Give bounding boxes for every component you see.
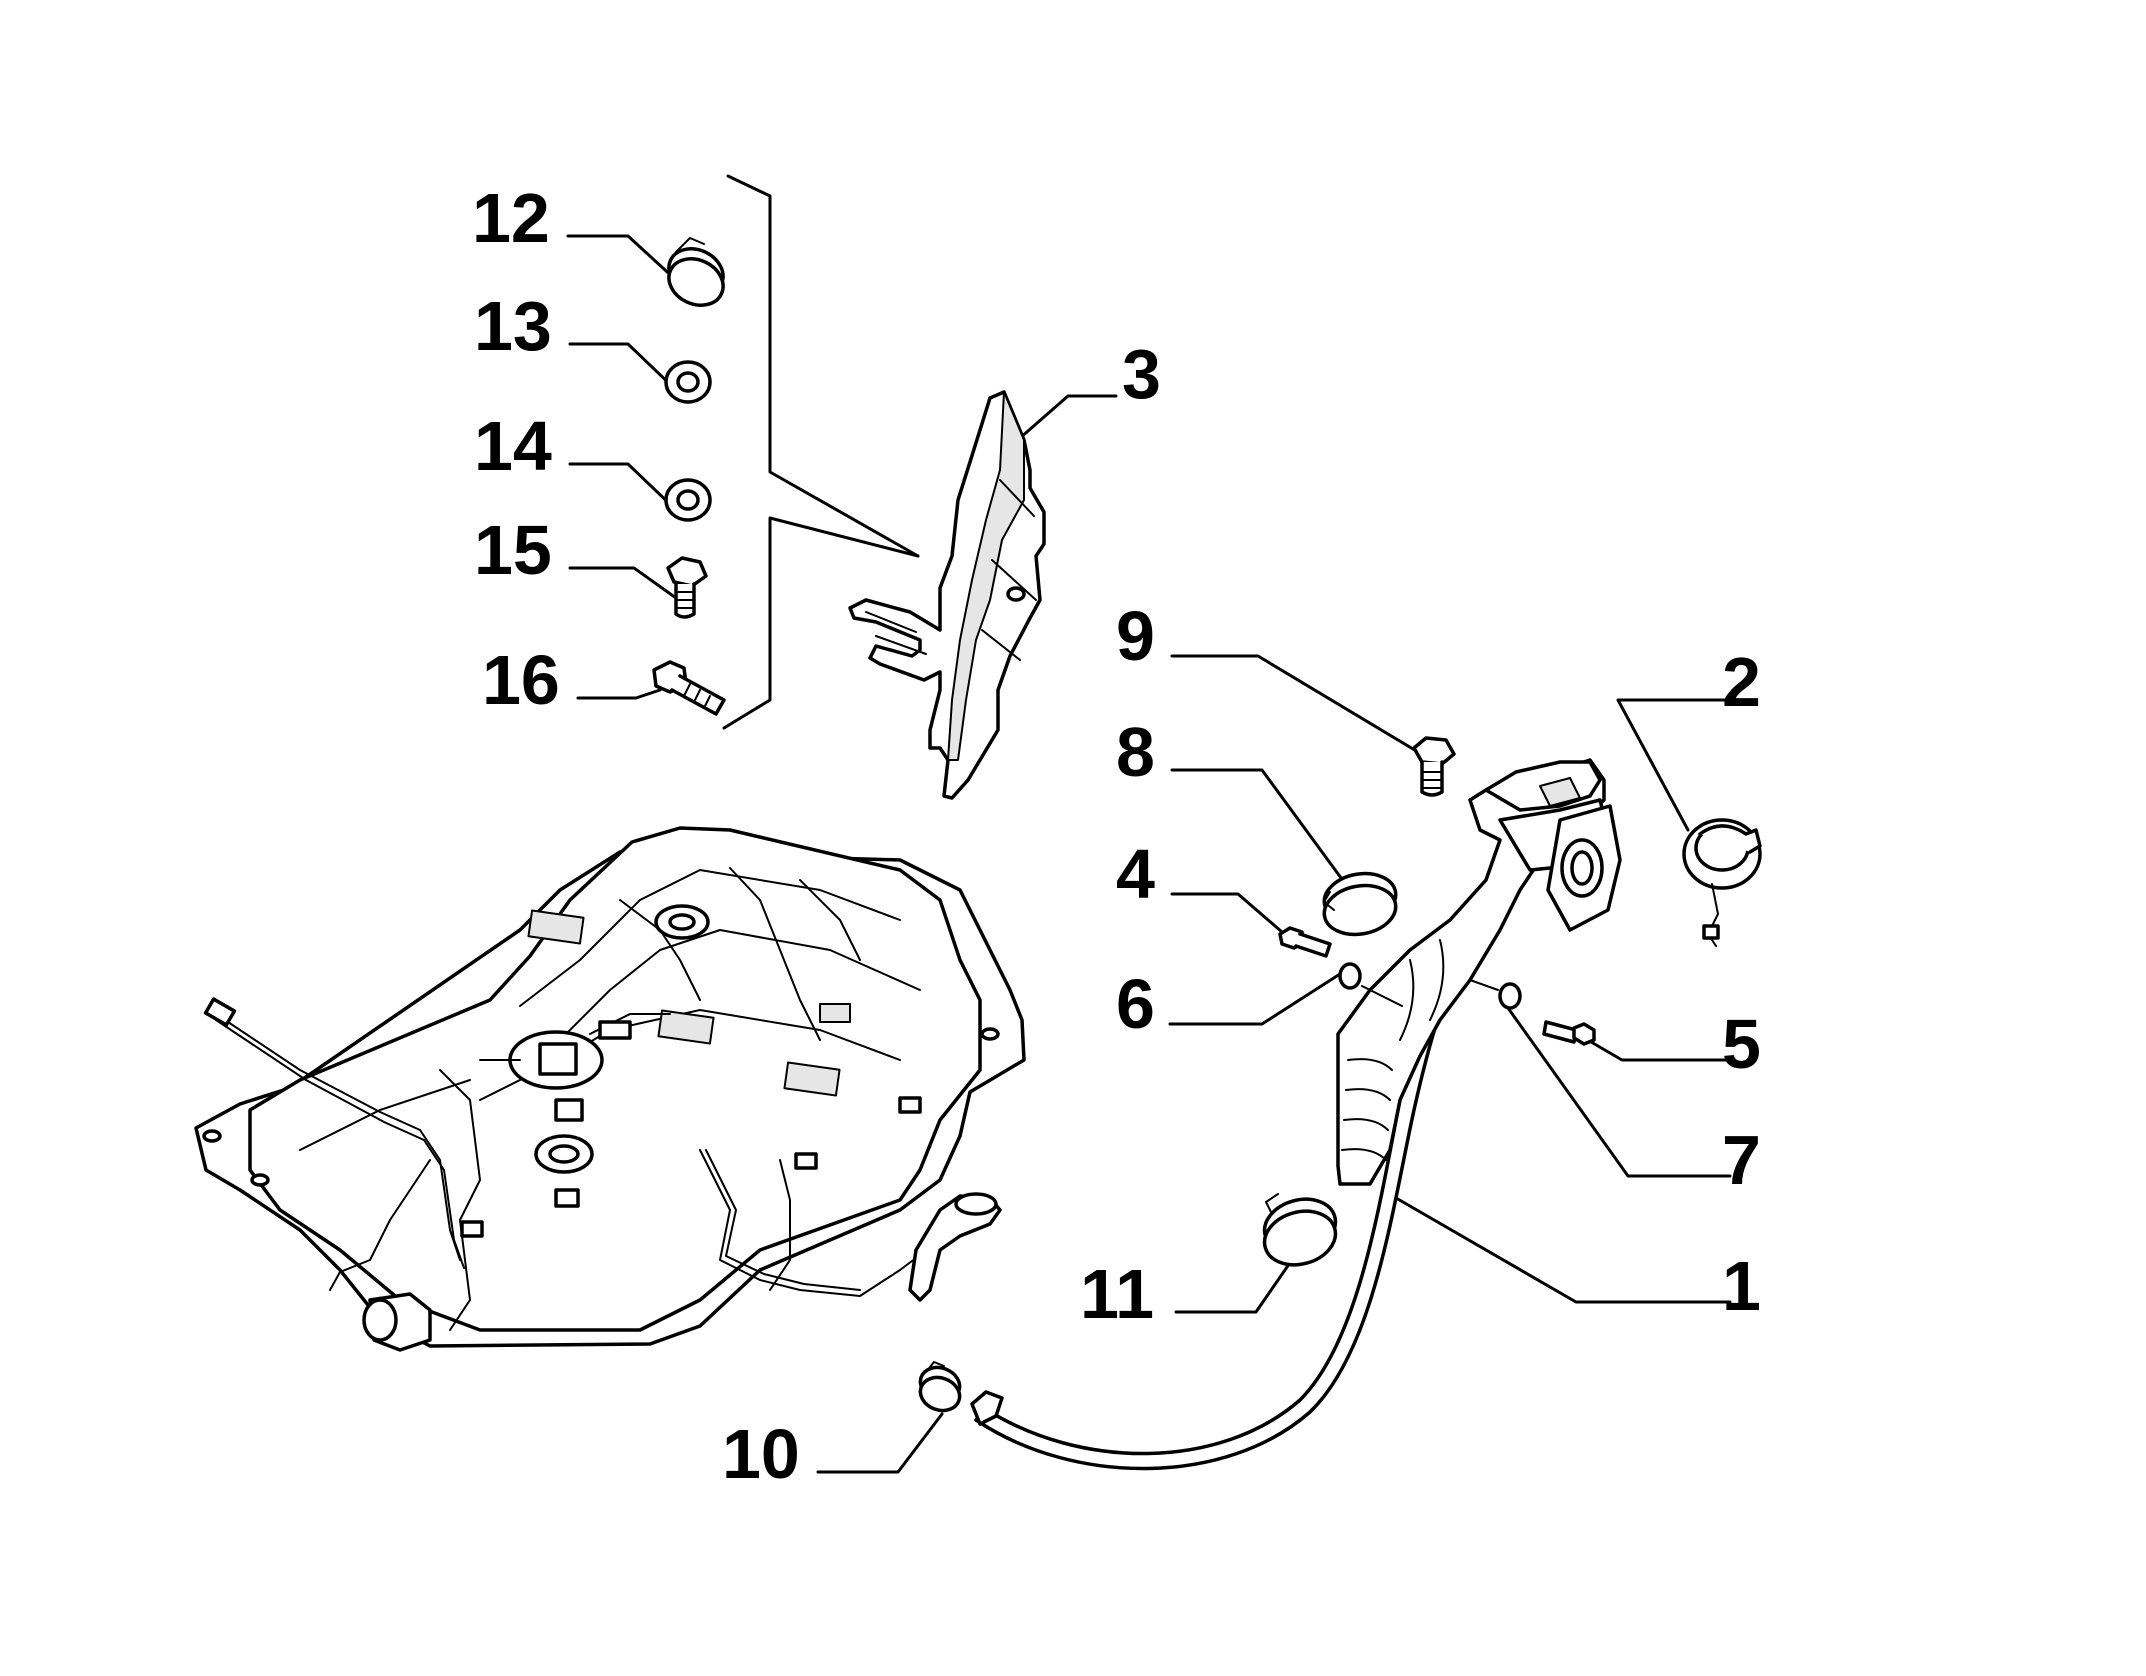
hose-clamp-11 — [1262, 1193, 1338, 1267]
callout-15: 15 — [474, 511, 552, 589]
hose-clamp-10 — [918, 1361, 962, 1413]
filler-pipe-1 — [970, 758, 1622, 1471]
callout-7: 7 — [1722, 1121, 1761, 1199]
heat-shield-3 — [848, 390, 1046, 800]
washer-14 — [664, 478, 712, 522]
washer-13 — [664, 360, 712, 404]
bolt-4 — [1278, 926, 1332, 958]
callout-13: 13 — [474, 287, 552, 365]
fuel-cap-2 — [1682, 818, 1762, 947]
hose-clamp-12 — [667, 237, 725, 307]
bolt-5 — [1542, 1020, 1596, 1046]
callout-1: 1 — [1722, 1247, 1761, 1325]
hose-clamp-8 — [1322, 871, 1398, 937]
clip-7 — [1469, 979, 1522, 1010]
callout-12: 12 — [472, 179, 550, 257]
callout-2: 2 — [1722, 643, 1761, 721]
clip-6 — [1338, 962, 1403, 1007]
callout-3: 3 — [1122, 335, 1161, 413]
callout-4: 4 — [1116, 835, 1155, 913]
callout-10: 10 — [722, 1415, 800, 1493]
bolt-9 — [1412, 736, 1456, 797]
callout-8: 8 — [1116, 713, 1155, 791]
fuel-tank — [194, 826, 1026, 1352]
callout-11: 11 — [1080, 1255, 1154, 1333]
callout-9: 9 — [1116, 597, 1155, 675]
callout-16: 16 — [482, 641, 560, 719]
bolt-15 — [666, 556, 708, 619]
callout-14: 14 — [474, 407, 552, 485]
callout-6: 6 — [1116, 965, 1155, 1043]
callout-5: 5 — [1722, 1005, 1761, 1083]
callout-labels: 1 2 3 4 5 6 7 8 9 10 11 12 13 14 15 16 — [472, 179, 1761, 1493]
bolt-16 — [652, 660, 726, 716]
